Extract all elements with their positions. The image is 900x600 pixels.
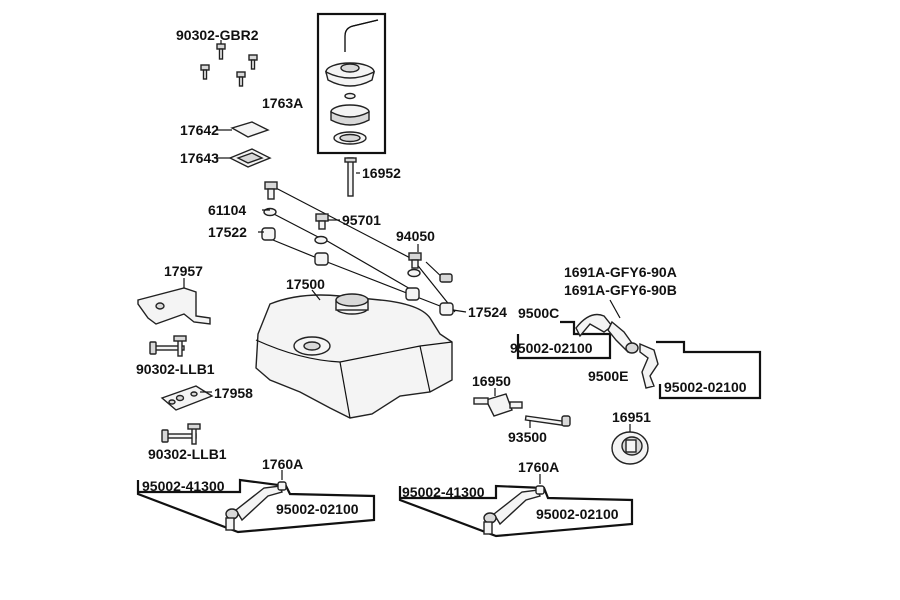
label-1760a-left: 1760A <box>262 456 303 472</box>
label-17522: 17522 <box>208 224 247 240</box>
label-1691a-gfy6-90a: 1691A-GFY6-90A <box>564 264 677 280</box>
label-93500: 93500 <box>508 429 547 445</box>
label-90302-llb1-b: 90302-LLB1 <box>148 446 227 462</box>
fuel-tank-17500 <box>255 289 453 419</box>
label-61104: 61104 <box>208 202 246 218</box>
valve-16950 <box>473 388 523 417</box>
part-labels: 90302-GBR2 1763A 17642 17643 16952 61104… <box>136 27 747 522</box>
label-95002-02100-b: 95002-02100 <box>664 379 747 395</box>
label-17500: 17500 <box>286 276 325 292</box>
plate-17958 <box>160 385 214 411</box>
label-90302-gbr2: 90302-GBR2 <box>176 27 259 43</box>
label-17957: 17957 <box>164 263 203 279</box>
fuel-pump-hose-assembly <box>516 299 762 400</box>
label-16951: 16951 <box>612 409 651 425</box>
label-95002-02100-left: 95002-02100 <box>276 501 359 517</box>
label-1760a-right: 1760A <box>518 459 559 475</box>
screw-93500 <box>524 415 571 428</box>
bolts-90302-llb1-lower <box>161 423 201 445</box>
label-17958: 17958 <box>214 385 253 401</box>
drain-hose-group-right <box>398 474 634 538</box>
label-9500e: 9500E <box>588 368 628 384</box>
mounting-hardware <box>258 181 467 316</box>
label-95002-41300-left: 95002-41300 <box>142 478 225 494</box>
fuel-cap-assembly <box>316 12 387 155</box>
plate-17642 <box>216 121 270 138</box>
label-90302-llb1-a: 90302-LLB1 <box>136 361 215 377</box>
label-17524: 17524 <box>468 304 507 320</box>
label-94050: 94050 <box>396 228 435 244</box>
label-1763a: 1763A <box>262 95 303 111</box>
bolts-90302-llb1-upper <box>149 335 187 357</box>
label-95002-41300-right: 95002-41300 <box>402 484 485 500</box>
label-17643: 17643 <box>180 150 219 166</box>
label-95002-02100-right: 95002-02100 <box>536 506 619 522</box>
label-95002-02100-a: 95002-02100 <box>510 340 593 356</box>
bracket-17957 <box>137 278 211 325</box>
rod-16952 <box>344 157 360 197</box>
label-16952: 16952 <box>362 165 401 181</box>
label-16950: 16950 <box>472 373 511 389</box>
gasket-17643 <box>216 148 272 168</box>
label-95701: 95701 <box>342 212 381 228</box>
filter-16951 <box>611 424 649 465</box>
label-17642: 17642 <box>180 122 219 138</box>
bolts-90302-gbr2 <box>200 40 258 87</box>
drain-hose-group-left <box>136 470 376 534</box>
label-9500c: 9500C <box>518 305 559 321</box>
label-1691a-gfy6-90b: 1691A-GFY6-90B <box>564 282 677 298</box>
